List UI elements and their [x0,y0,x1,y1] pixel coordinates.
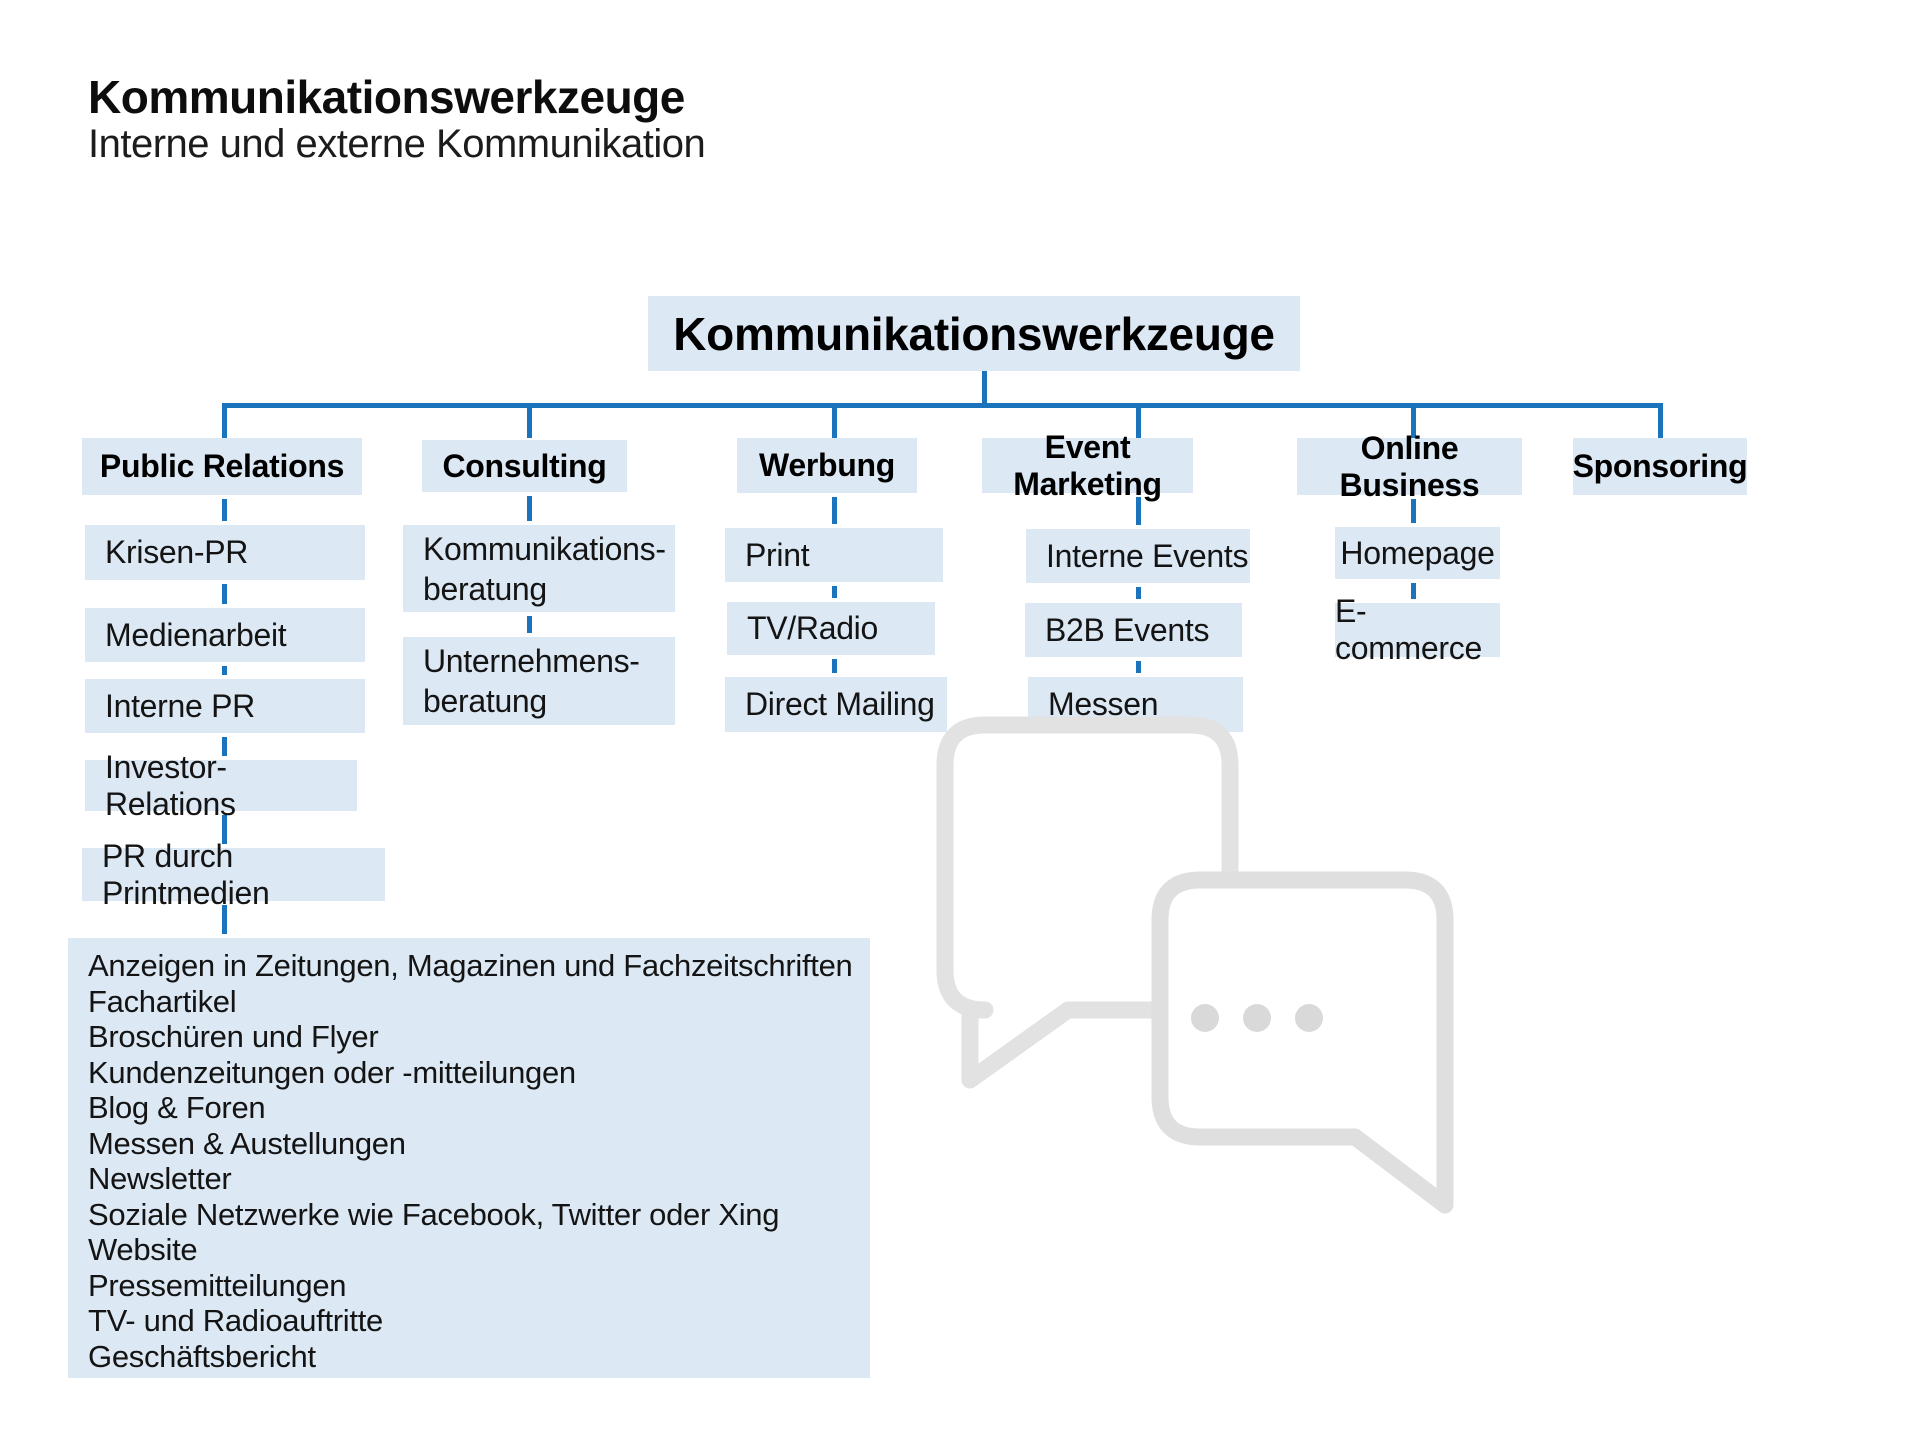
list-item: TV- und Radioauftritte [88,1303,383,1338]
connector-segment [222,737,227,756]
connector-drop-consulting [527,403,532,438]
connector-drop-online-business [1411,403,1416,438]
list-item: Messen & Austellungen [88,1125,406,1161]
node-e-commerce: E-commerce [1335,593,1500,666]
connector-segment [832,586,837,598]
connector-segment [832,497,837,524]
list-item: Anzeigen in Zeitungen, Magazinen und Fac… [88,948,853,983]
connector-segment [222,499,227,521]
speech-bubbles-icon [936,716,1454,1214]
list-item: Soziale Netzwerke wie Facebook, Twitter … [88,1196,780,1232]
connector-segment [832,659,837,673]
connector-segment [222,666,227,675]
ellipsis-dot [1295,1004,1323,1032]
connector-trunk [982,371,987,405]
column-header-event-marketing: Event Marketing [982,429,1193,502]
node-interne-events: Interne Events [1026,529,1250,583]
node-unternehmensberatung: Unternehmens- beratung [403,637,675,725]
connector-segment [1136,587,1141,599]
connector-segment [1136,661,1141,673]
connector-segment [527,496,532,521]
connector-drop-sponsoring [1658,403,1663,438]
ellipsis-dot [1243,1004,1271,1032]
connector-drop-werbung [832,403,837,438]
connector-segment [1136,497,1141,525]
tree-root-node: Kommunikationswerkzeuge [648,296,1300,371]
connector-bus [222,403,1663,408]
connector-drop-public-relations [222,403,227,438]
connector-drop-event-marketing [1136,403,1141,438]
column-header-consulting: Consulting [422,440,627,492]
column-header-online-business: Online Business [1297,430,1522,503]
page-subtitle: Interne und externe Kommunikation [88,122,706,166]
connector-segment [222,815,227,844]
pr-detail-list: Anzeigen in Zeitungen, Magazinen und Fac… [68,938,870,1378]
list-item: Website [88,1232,198,1267]
list-item: Broschüren und Flyer [88,1019,379,1054]
node-print: Print [725,528,943,582]
list-item: Kundenzeitungen oder -mitteilungen [88,1054,576,1090]
column-header-werbung: Werbung [737,438,917,493]
page-title: Kommunikationswerkzeuge [88,71,685,123]
node-tv-radio: TV/Radio [727,602,935,655]
column-header-public-relations: Public Relations [82,438,362,495]
node-b2b-events: B2B Events [1025,603,1242,657]
list-item: Newsletter [88,1161,232,1196]
list-item: Blog & Foren [88,1090,266,1125]
list-item: Pressemitteilungen [88,1267,347,1303]
list-item: Fachartikel [88,983,237,1019]
node-interne-pr: Interne PR [85,679,365,733]
node-pr-durch-printmedien: PR durch Printmedien [82,838,385,911]
connector-segment [1411,499,1416,523]
node-krisen-pr: Krisen-PR [85,525,365,580]
column-header-sponsoring: Sponsoring [1573,438,1748,495]
node-kommunikationsberatung: Kommunikations- beratung [403,525,675,612]
connector-segment [222,905,227,934]
node-investor-relations: Investor-Relations [85,749,357,822]
ellipsis-dot [1191,1004,1219,1032]
speech-bubble-right [1151,871,1454,1214]
node-medienarbeit: Medienarbeit [85,608,365,662]
node-direct-mailing: Direct Mailing [725,677,947,732]
connector-segment [222,584,227,604]
list-item: Geschäftsbericht [88,1338,316,1374]
node-homepage: Homepage [1335,527,1500,579]
connector-segment [1411,583,1416,599]
connector-segment [527,616,532,633]
